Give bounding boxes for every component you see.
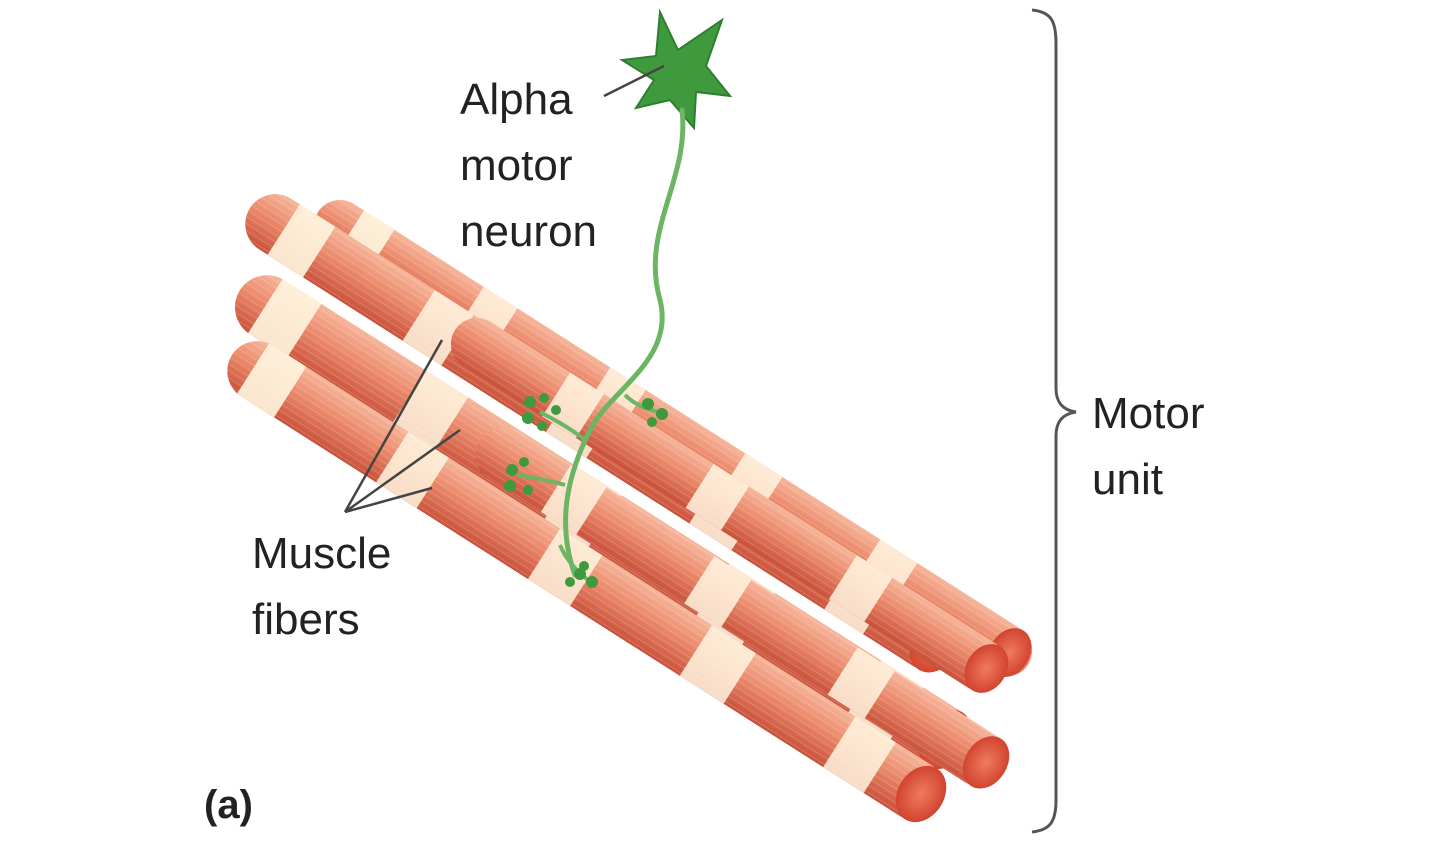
motor-unit-label: Motor unit	[1092, 389, 1217, 504]
axon-branch	[517, 473, 566, 487]
axon-branch	[558, 544, 590, 582]
axon-branch	[539, 410, 587, 442]
axon	[563, 107, 686, 578]
neuron-leader-line	[603, 64, 665, 98]
muscle-fiber	[475, 427, 1010, 789]
muscle-fiber-bundle	[227, 194, 1033, 823]
motor-unit-brace	[1031, 8, 1077, 834]
fibers-leader-lines	[343, 339, 461, 514]
neuron-cell-body	[619, 8, 733, 131]
neuron-label: Alpha motor neuron	[460, 75, 597, 256]
neuromuscular-junction	[504, 393, 668, 588]
muscle-fibers-label: Muscle fibers	[252, 529, 404, 644]
panel-label: (a)	[204, 783, 253, 827]
axon-branch	[623, 393, 659, 414]
alpha-motor-neuron	[504, 8, 733, 588]
